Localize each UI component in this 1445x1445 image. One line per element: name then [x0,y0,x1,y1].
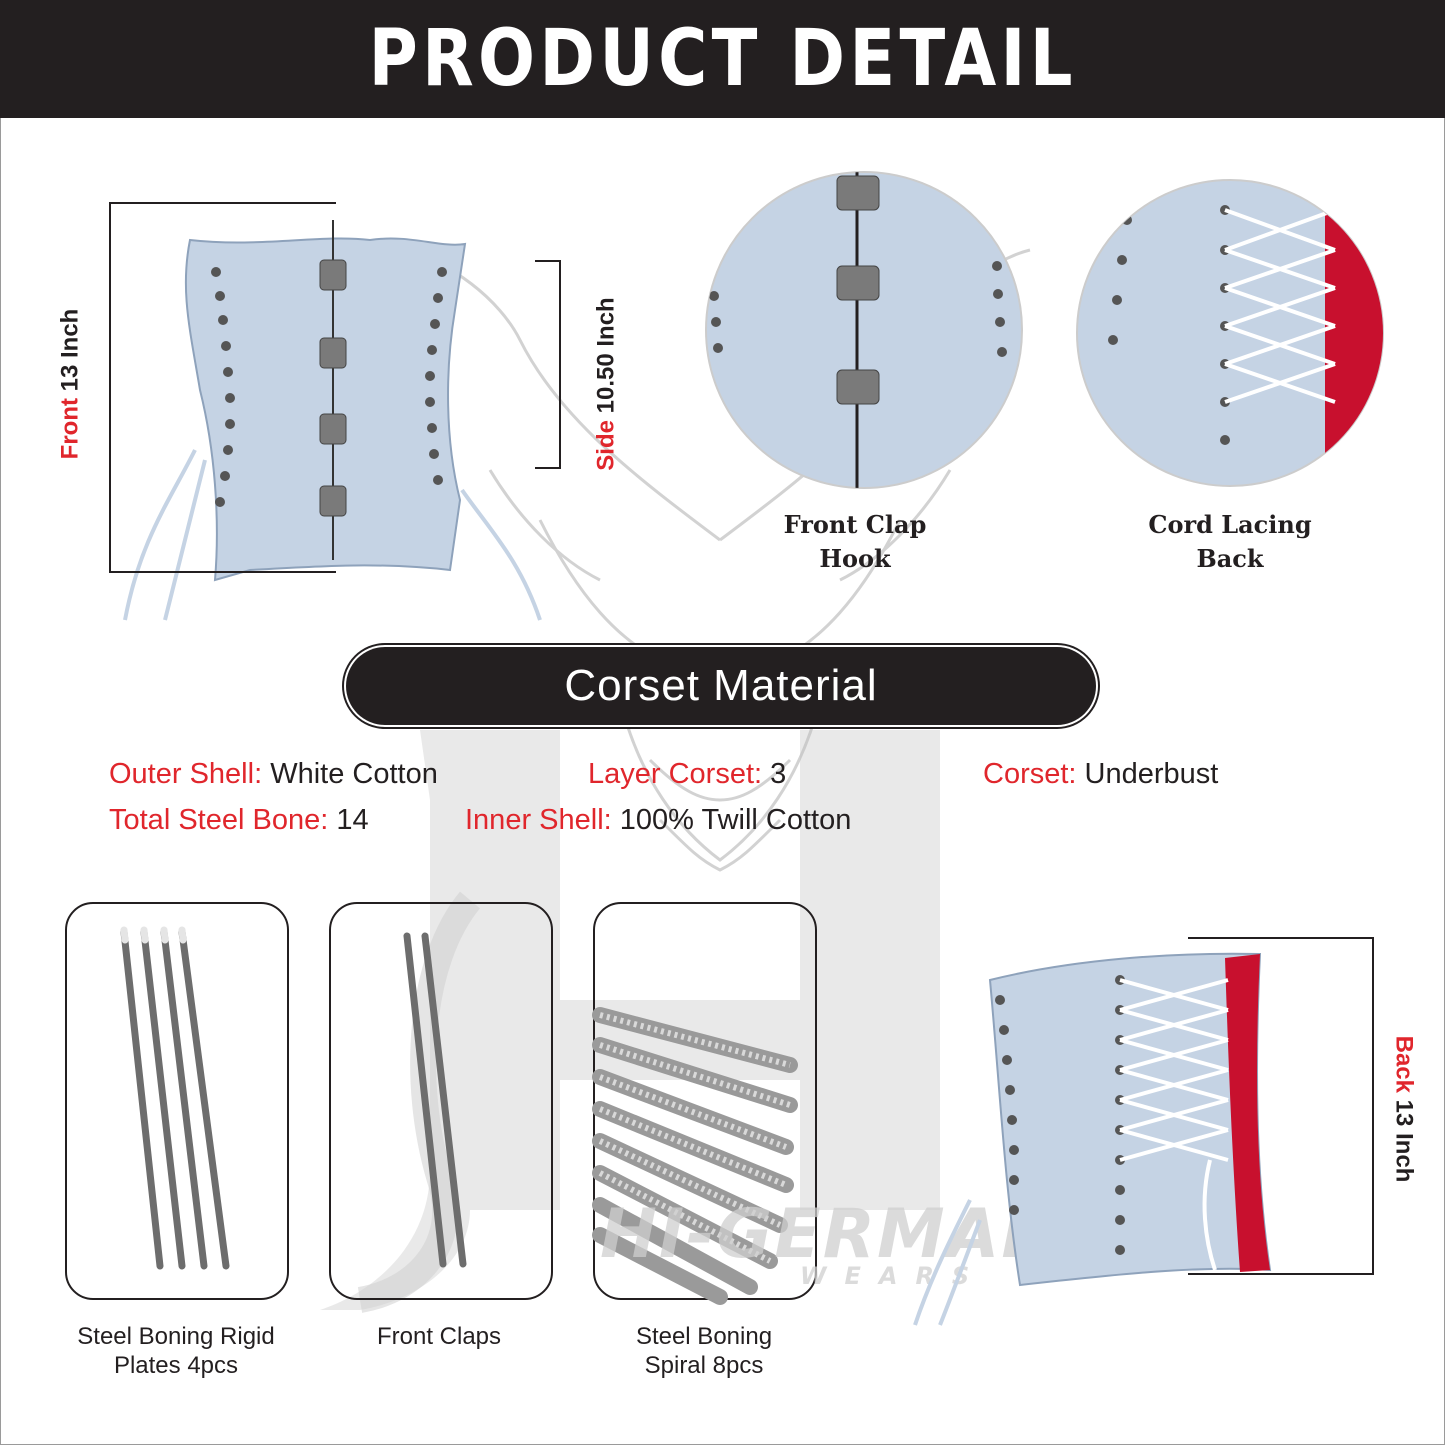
spec-inner-shell: Inner Shell: 100% Twill Cotton [465,804,852,836]
back-measure-label: Back 13 Inch [1390,1035,1418,1183]
corset-material-banner: Corset Material [346,647,1096,725]
side-measure-bracket [535,260,561,469]
brand-watermark-text: HI-GERMAN [600,1195,1061,1274]
corset-front-image [123,220,542,621]
steel-boning-spiral-image [592,1007,798,1305]
spiral-boning-card [593,902,817,1300]
front-claps-card [329,902,553,1300]
front-measure-bracket [109,202,336,573]
spec-total-steel-bone: Total Steel Bone: 14 [109,804,369,836]
front-clap-hook-label: Front Clap Hook [783,510,927,573]
front-clap-hook-detail-image [705,171,1023,489]
front-measure-label: Front 13 Inch [56,308,84,460]
corset-material-title: Corset Material [564,661,878,710]
rigid-plates-label: Steel Boning Rigid Plates 4pcs [77,1323,275,1379]
spec-layer-corset: Layer Corset: 3 [588,758,787,790]
cord-lacing-back-label: Cord Lacing Back [1148,510,1312,573]
brand-watermark-subtext: WEARS [800,1262,988,1290]
side-measure-label: Side 10.50 Inch [592,297,620,471]
front-claps-image [403,932,467,1268]
spec-outer-shell: Outer Shell: White Cotton [109,758,438,790]
rigid-plates-card [65,902,289,1300]
cord-lacing-back-detail-image [1076,179,1384,487]
back-measure-bracket [1188,937,1374,1275]
page-title: PRODUCT DETAIL [368,14,1077,104]
front-claps-label: Front Claps [376,1323,502,1350]
spec-corset-type: Corset: Underbust [983,758,1219,790]
steel-boning-rigid-plates-image [120,926,230,1270]
spiral-boning-label: Steel Boning Spiral 8pcs [635,1323,773,1379]
corset-back-image [913,952,1272,1326]
header-bar: PRODUCT DETAIL [0,0,1445,118]
